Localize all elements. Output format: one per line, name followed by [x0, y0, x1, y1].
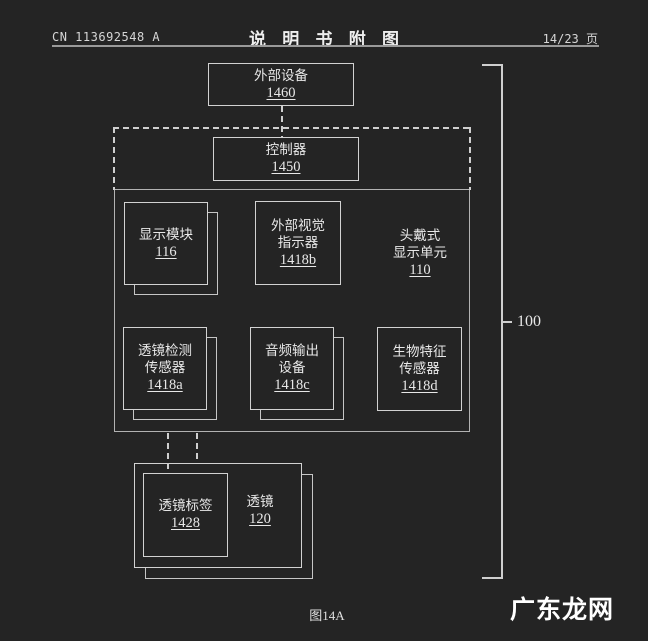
block-ref: 1428 [171, 515, 200, 531]
block-label: 指示器 [277, 234, 319, 250]
lens-label: 透镜 120 [227, 493, 293, 529]
bracket-top [482, 64, 502, 66]
block-label: 音频输出 [265, 343, 319, 358]
block-label: 设备 [278, 360, 306, 375]
bracket-vertical [501, 64, 503, 579]
block-label: 头戴式 [399, 228, 441, 243]
block-ref: 1460 [266, 84, 296, 101]
dashed-connector-line [196, 433, 198, 463]
page-number: 14/23 页 [542, 32, 598, 46]
system-reference-label: 100 [517, 313, 541, 330]
block-ref: 116 [155, 243, 177, 260]
block-label: 透镜 [246, 494, 274, 509]
hmd-unit-frame [114, 189, 470, 432]
dashed-frame-right [469, 127, 471, 190]
block-label: 传感器 [399, 360, 440, 376]
block-ref: 1450 [271, 159, 301, 175]
block-label: 外部设备 [254, 67, 308, 83]
dashed-frame-left [113, 127, 115, 190]
block-lens-tag: 透镜标签 1428 [143, 473, 228, 557]
block-biometric-sensor: 生物特征 传感器 1418d [377, 327, 462, 411]
block-label: 透镜标签 [158, 498, 213, 513]
block-display-module: 显示模块 116 [124, 202, 208, 285]
block-label: 传感器 [144, 360, 186, 375]
block-external-device: 外部设备 1460 [208, 63, 354, 106]
block-ref: 1418c [274, 377, 310, 393]
dashed-frame-top [113, 127, 471, 129]
block-external-visual-indicator: 外部视觉 指示器 1418b [255, 201, 341, 285]
hmd-unit-label: 头戴式 显示单元 110 [377, 227, 463, 280]
block-ref: 120 [249, 511, 271, 527]
block-ref: 1418b [279, 251, 317, 268]
block-ref: 110 [409, 262, 431, 278]
block-controller: 控制器 1450 [213, 137, 359, 181]
figure-caption: 图14A [309, 608, 345, 623]
dashed-connector-line [281, 106, 283, 137]
block-lens-detection-sensor: 透镜检测 传感器 1418a [123, 327, 207, 410]
watermark: 广东龙网 [510, 596, 615, 624]
block-label: 外部视觉 [271, 217, 325, 233]
document-number: CN 113692548 A [52, 30, 161, 44]
page-title: 说 明 书 附 图 [249, 30, 405, 49]
block-label: 生物特征 [392, 343, 447, 359]
block-label: 显示模块 [139, 226, 193, 242]
block-ref: 1418d [401, 377, 438, 394]
block-audio-output-device: 音频输出 设备 1418c [250, 327, 334, 410]
block-label: 显示单元 [393, 245, 447, 260]
bracket-tick [503, 321, 512, 323]
dashed-connector-line [167, 433, 169, 473]
header-rule [52, 45, 599, 47]
bracket-bottom [482, 577, 502, 579]
block-label: 透镜检测 [138, 343, 192, 358]
block-label: 控制器 [265, 142, 307, 157]
block-ref: 1418a [147, 377, 183, 393]
